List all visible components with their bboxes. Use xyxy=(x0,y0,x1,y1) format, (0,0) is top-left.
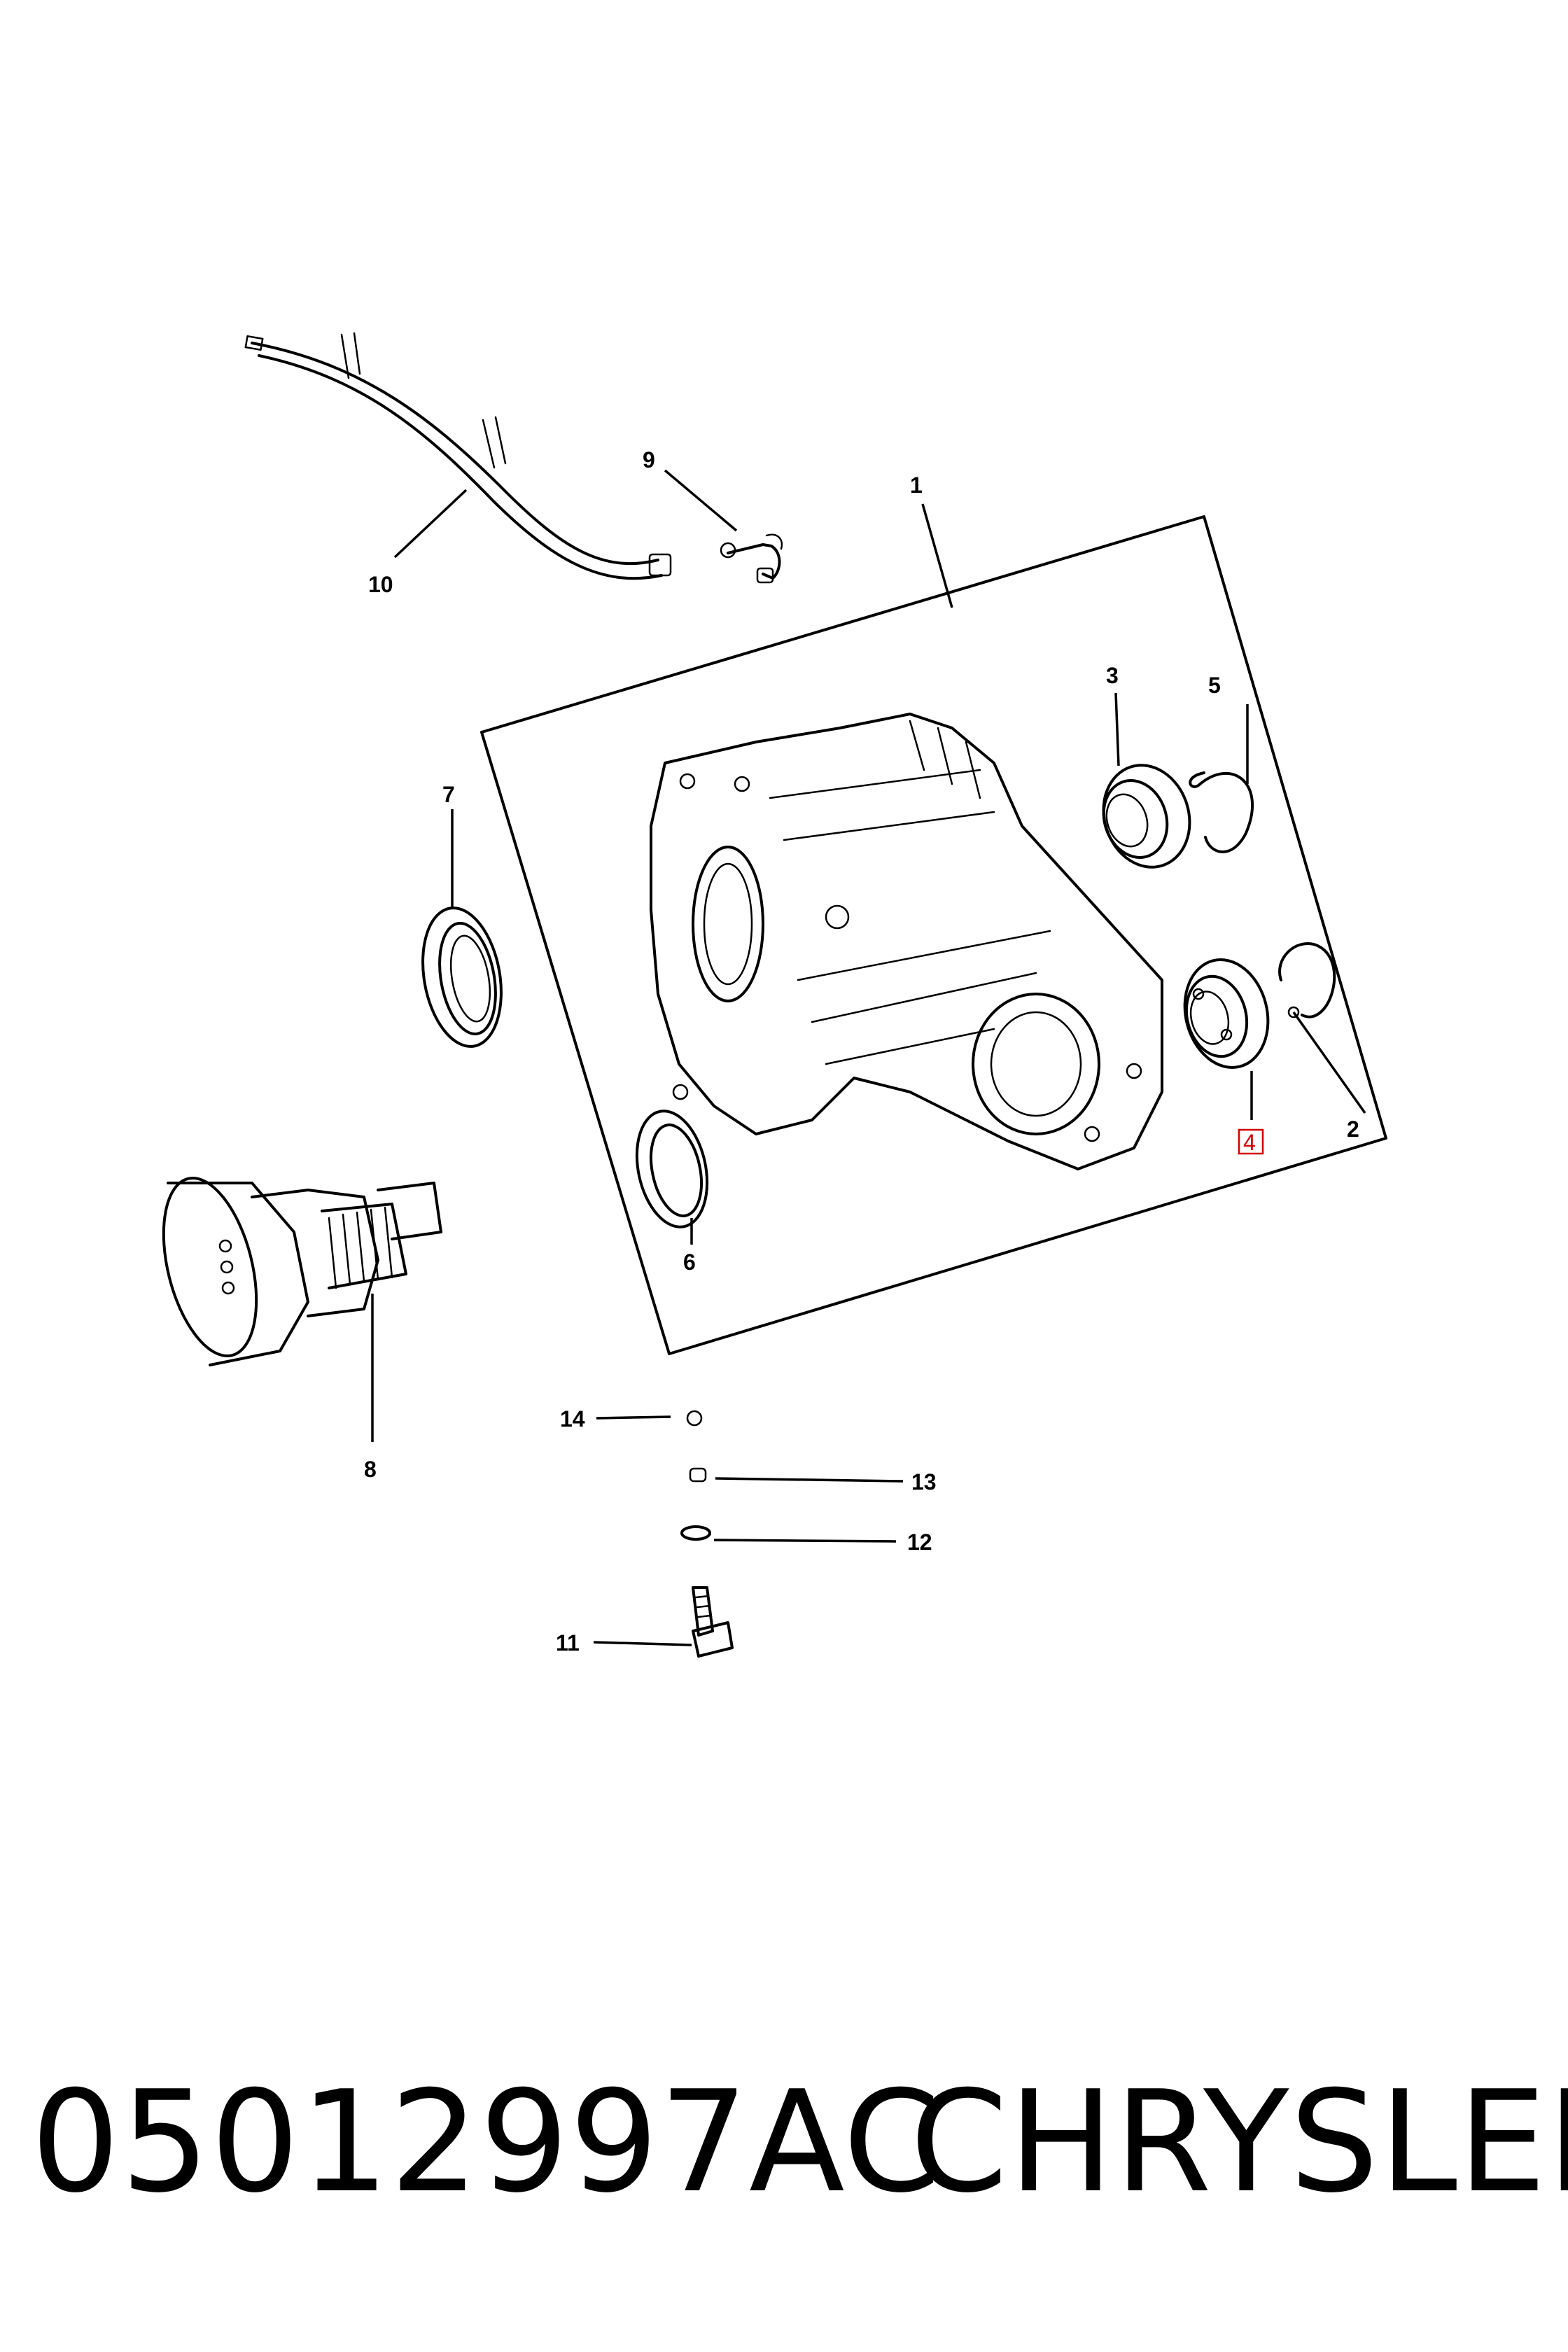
callout-6: 6 xyxy=(683,1250,696,1275)
o-ring-12-part xyxy=(680,1525,711,1541)
drain-plug-11-part xyxy=(692,1586,734,1658)
callout-14: 14 xyxy=(560,1406,585,1432)
callout-10: 10 xyxy=(368,572,393,597)
footer: 05012997AC CHRYSLER xyxy=(0,2051,1568,2233)
callout-3: 3 xyxy=(1106,663,1119,688)
part-number: 05012997AC xyxy=(31,2060,941,2224)
seal-6-part xyxy=(635,1110,709,1228)
callout-7: 7 xyxy=(442,782,455,807)
callout-8: 8 xyxy=(364,1457,377,1482)
callout-2: 2 xyxy=(1347,1116,1359,1142)
bearing-4-part xyxy=(1183,958,1270,1069)
dipstick-tube-part xyxy=(244,332,672,580)
plug-13-part xyxy=(689,1467,707,1483)
output-shaft-8-part xyxy=(162,1177,442,1366)
transfer-case-housing-part xyxy=(650,713,1163,1170)
bearing-3-part xyxy=(1102,764,1191,869)
callout-9: 9 xyxy=(643,447,655,472)
callout-11: 11 xyxy=(556,1630,580,1656)
callout-12: 12 xyxy=(907,1530,932,1555)
plug-14-part xyxy=(686,1410,703,1427)
callout-5: 5 xyxy=(1208,673,1221,698)
callout-4: 4 xyxy=(1243,1130,1256,1155)
brand-name: CHRYSLER xyxy=(910,2060,1568,2224)
callout-13: 13 xyxy=(911,1469,937,1494)
leader-lines xyxy=(371,469,1366,1646)
seal-7-part xyxy=(421,906,503,1048)
assembly-frame xyxy=(480,515,1387,1355)
callout-4-highlight xyxy=(1238,1128,1264,1155)
callout-1: 1 xyxy=(910,472,923,498)
vent-fitting-part xyxy=(720,533,783,584)
snap-ring-2-part xyxy=(1278,942,1336,1018)
snap-ring-5-part xyxy=(1189,771,1254,853)
